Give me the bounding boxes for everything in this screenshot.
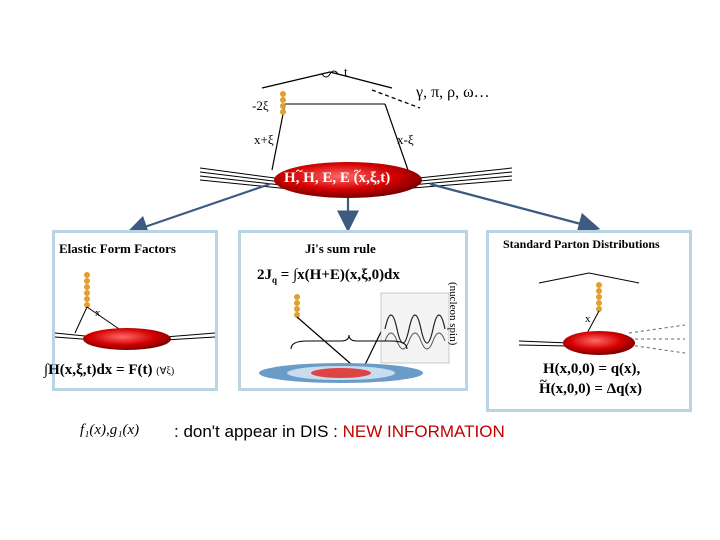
photon-line xyxy=(321,70,339,78)
t-label: t xyxy=(344,64,348,79)
parton-x-label: x xyxy=(585,313,591,325)
parton-formula-2: H(x,0,0) = Δq(x) xyxy=(539,381,642,397)
nucleon-lines-left xyxy=(199,167,291,190)
parton-distributions-box: Standard Parton Distributions x H(x,0,0)… xyxy=(486,230,692,412)
nucleon-spin-label: (nucleon spin) xyxy=(447,282,459,346)
ji-formula: 2Jq = ∫x(H+E)(x,ξ,0)dx xyxy=(257,267,400,285)
parton-diagram xyxy=(518,272,686,355)
form-factors-x-label: x xyxy=(95,307,101,319)
ji-formula-main: 2J xyxy=(257,267,272,283)
form-factors-formula-text: ∫H(x,ξ,t)dx = F(t) xyxy=(44,362,153,378)
gluon-icon xyxy=(294,294,300,318)
ji-formula-rest: = ∫x(H+E)(x,ξ,0)dx xyxy=(277,267,400,283)
form-factors-formula: ∫H(x,ξ,t)dx = F(t) (∀ξ) xyxy=(44,362,174,379)
gluon-icon xyxy=(596,282,602,312)
gpd-label: H, H, E, E (x,ξ,t) xyxy=(284,170,391,186)
ji-formula-sub: q xyxy=(272,275,278,285)
tilde-e: ~ xyxy=(354,163,361,178)
ji-illustration xyxy=(259,292,450,383)
form-factors-diagram xyxy=(55,272,215,350)
electron-line-in xyxy=(261,71,331,89)
x-plus-xi-label: x+ξ xyxy=(254,132,274,147)
gpd-blob xyxy=(274,162,422,198)
parton-line-right xyxy=(384,103,409,171)
parton-line-left xyxy=(271,103,286,171)
new-information-highlight: NEW INFORMATION xyxy=(342,422,505,441)
ji-title: Ji's sum rule xyxy=(305,241,376,256)
gluon-icon xyxy=(84,272,90,308)
form-factors-note: (∀ξ) xyxy=(156,366,175,377)
form-factors-title: Elastic Form Factors xyxy=(59,241,176,256)
meson-line xyxy=(371,89,421,109)
mesons-label: γ, π, ρ, ω… xyxy=(416,84,490,101)
parton-tilde-h: ~ xyxy=(540,373,547,388)
f1-g1-functions: f₁(x),g₁(x) xyxy=(80,422,140,438)
electron-line-out xyxy=(329,71,393,89)
dis-text: : don't appear in DIS : xyxy=(174,422,343,441)
parton-formula-1: H(x,0,0) = q(x), xyxy=(543,361,641,377)
ji-sum-rule-box: Ji's sum rule 2Jq = ∫x(H+E)(x,ξ,0)dx xyxy=(238,230,468,391)
tilde-h: ~ xyxy=(296,163,303,178)
form-factors-box: Elastic Form Factors x xyxy=(52,230,218,391)
minus-2xi-label: -2ξ xyxy=(252,98,269,113)
parton-title: Standard Parton Distributions xyxy=(503,237,660,251)
new-information-line: : don't appear in DIS : NEW INFORMATION xyxy=(174,422,505,442)
arrow-to-parton xyxy=(429,182,601,235)
gluon-icon xyxy=(280,91,286,115)
x-minus-xi-label: x-ξ xyxy=(397,132,414,147)
arrow-to-form-factors xyxy=(125,182,271,237)
